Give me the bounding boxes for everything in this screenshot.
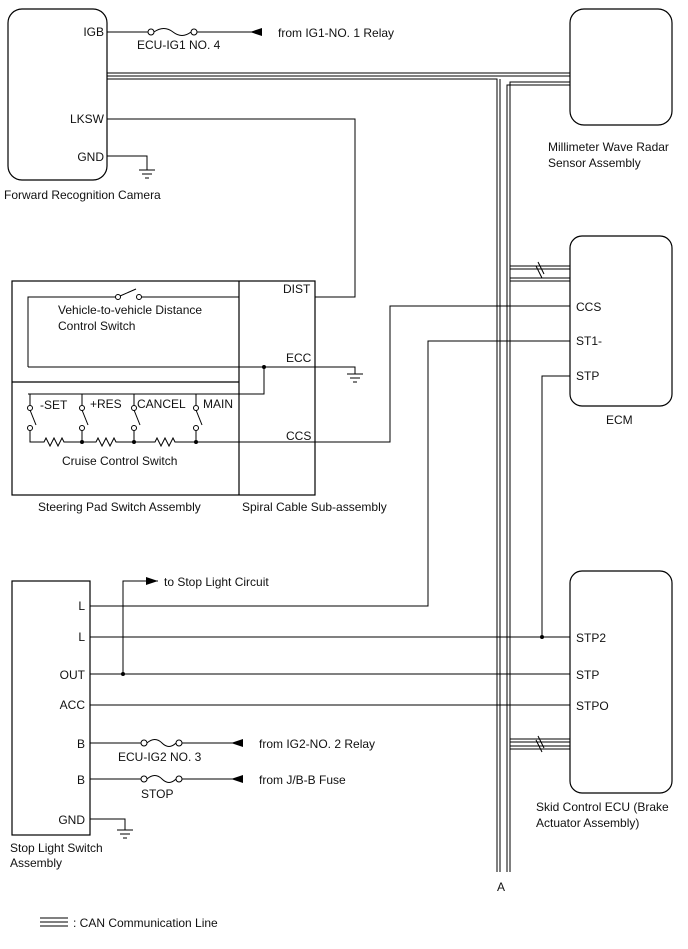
camera-ground	[107, 155, 155, 179]
sls-pin-b2: B	[77, 773, 85, 787]
ecm-pin-ccs: CCS	[576, 300, 601, 314]
fuse-ecu-ig1-label: ECU-IG1 NO. 4	[137, 38, 221, 52]
sls-pin-acc: ACC	[60, 698, 86, 712]
sls-pin-out: OUT	[60, 668, 86, 682]
skid-pin-stp2: STP2	[576, 631, 606, 645]
skid-label-line2: Actuator Assembly)	[536, 816, 639, 830]
to-stop-light-wire	[122, 580, 158, 674]
sls-ground	[90, 818, 133, 839]
radar-label-line1: Millimeter Wave Radar	[548, 140, 669, 154]
sls-label-line2: Assembly	[10, 856, 62, 870]
ig1-relay-label: from IG1-NO. 1 Relay	[278, 26, 394, 40]
spiral-cable-label: Spiral Cable Sub-assembly	[242, 500, 387, 514]
ecm-stp-wire	[541, 375, 570, 637]
steering-pad-label: Steering Pad Switch Assembly	[38, 500, 201, 514]
skid-label-line1: Skid Control ECU (Brake	[536, 800, 669, 814]
switch-label-cancel: CANCEL	[137, 397, 186, 411]
jb-fuse-label: from J/B-B Fuse	[259, 773, 346, 787]
b1-ig2-supply: ECU-IG2 NO. 3 from IG2-NO. 2 Relay	[90, 737, 375, 764]
ecm-pin-st1: ST1-	[576, 334, 602, 348]
spiral-pin-ecc: ECC	[286, 351, 312, 365]
sls-pin-gnd: GND	[58, 813, 85, 827]
arrow-left-icon	[231, 775, 243, 783]
sls-pin-b1: B	[77, 737, 85, 751]
sls-pin-l2: L	[78, 630, 85, 644]
to-stop-light-label: to Stop Light Circuit	[164, 575, 269, 589]
ig2-relay-label: from IG2-NO. 2 Relay	[259, 737, 375, 751]
ground-icon	[139, 169, 155, 179]
arrow-left-icon	[231, 739, 243, 747]
cruise-switch-set	[27, 394, 37, 431]
spiral-pin-ccs: CCS	[286, 429, 311, 443]
cruise-switch-label: Cruise Control Switch	[62, 454, 177, 468]
millimeter-wave-radar: Millimeter Wave Radar Sensor Assembly	[548, 8, 673, 170]
stop-light-switch-assembly: L L OUT ACC B B GND Stop Light Switch As…	[10, 580, 103, 870]
spiral-cable: DIST ECC CCS Spiral Cable Sub-assembly	[242, 282, 387, 514]
camera-pin-gnd: GND	[77, 150, 104, 164]
arrow-left-icon	[250, 28, 262, 36]
camera-pin-lksw: LKSW	[70, 112, 105, 126]
steering-pad-switch-assembly: Vehicle-to-vehicle Distance Control Swit…	[11, 280, 316, 514]
cruise-switch-res	[79, 394, 89, 431]
camera-igb-supply: ECU-IG1 NO. 4 from IG1-NO. 1 Relay	[107, 26, 394, 52]
radar-label-line2: Sensor Assembly	[548, 156, 641, 170]
skid-control-ecu: STP2 STP STPO Skid Control ECU (Brake Ac…	[536, 570, 673, 830]
fuse-stop-label: STOP	[141, 787, 173, 801]
skid-pin-stp: STP	[576, 668, 599, 682]
ecm-label: ECM	[606, 413, 633, 427]
cruise-switch-main	[193, 394, 203, 431]
b2-jb-supply: STOP from J/B-B Fuse	[90, 773, 346, 801]
switch-label-res: +RES	[90, 397, 122, 411]
distance-switch-label-line1: Vehicle-to-vehicle Distance	[58, 303, 202, 317]
arrow-right-icon	[146, 577, 158, 585]
ccs-wire	[315, 305, 570, 443]
sls-label-line1: Stop Light Switch	[10, 841, 103, 855]
fuse-ecu-ig2-label: ECU-IG2 NO. 3	[118, 750, 202, 764]
switch-label-set: -SET	[40, 398, 68, 412]
forward-recognition-camera: IGB LKSW GND Forward Recognition Camera	[4, 8, 161, 202]
spiral-pin-dist: DIST	[283, 282, 311, 296]
ecc-ground	[264, 366, 363, 383]
distance-switch-label-line2: Control Switch	[58, 319, 135, 333]
skid-pin-stpo: STPO	[576, 699, 609, 713]
legend: : CAN Communication Line	[40, 916, 218, 930]
switch-label-main: MAIN	[203, 397, 233, 411]
bus-end-label: A	[497, 880, 505, 894]
l1-st1-wire	[90, 340, 570, 607]
camera-pin-igb: IGB	[83, 25, 104, 39]
sls-pin-l1: L	[78, 599, 85, 613]
can-bus: A	[107, 72, 570, 894]
legend-label: : CAN Communication Line	[73, 916, 218, 930]
ecm: CCS ST1- STP ECM	[569, 235, 673, 427]
cruise-switch-cancel	[131, 394, 141, 431]
lksw-dist-wire	[107, 118, 356, 298]
camera-label: Forward Recognition Camera	[4, 188, 161, 202]
ecm-pin-stp: STP	[576, 369, 599, 383]
